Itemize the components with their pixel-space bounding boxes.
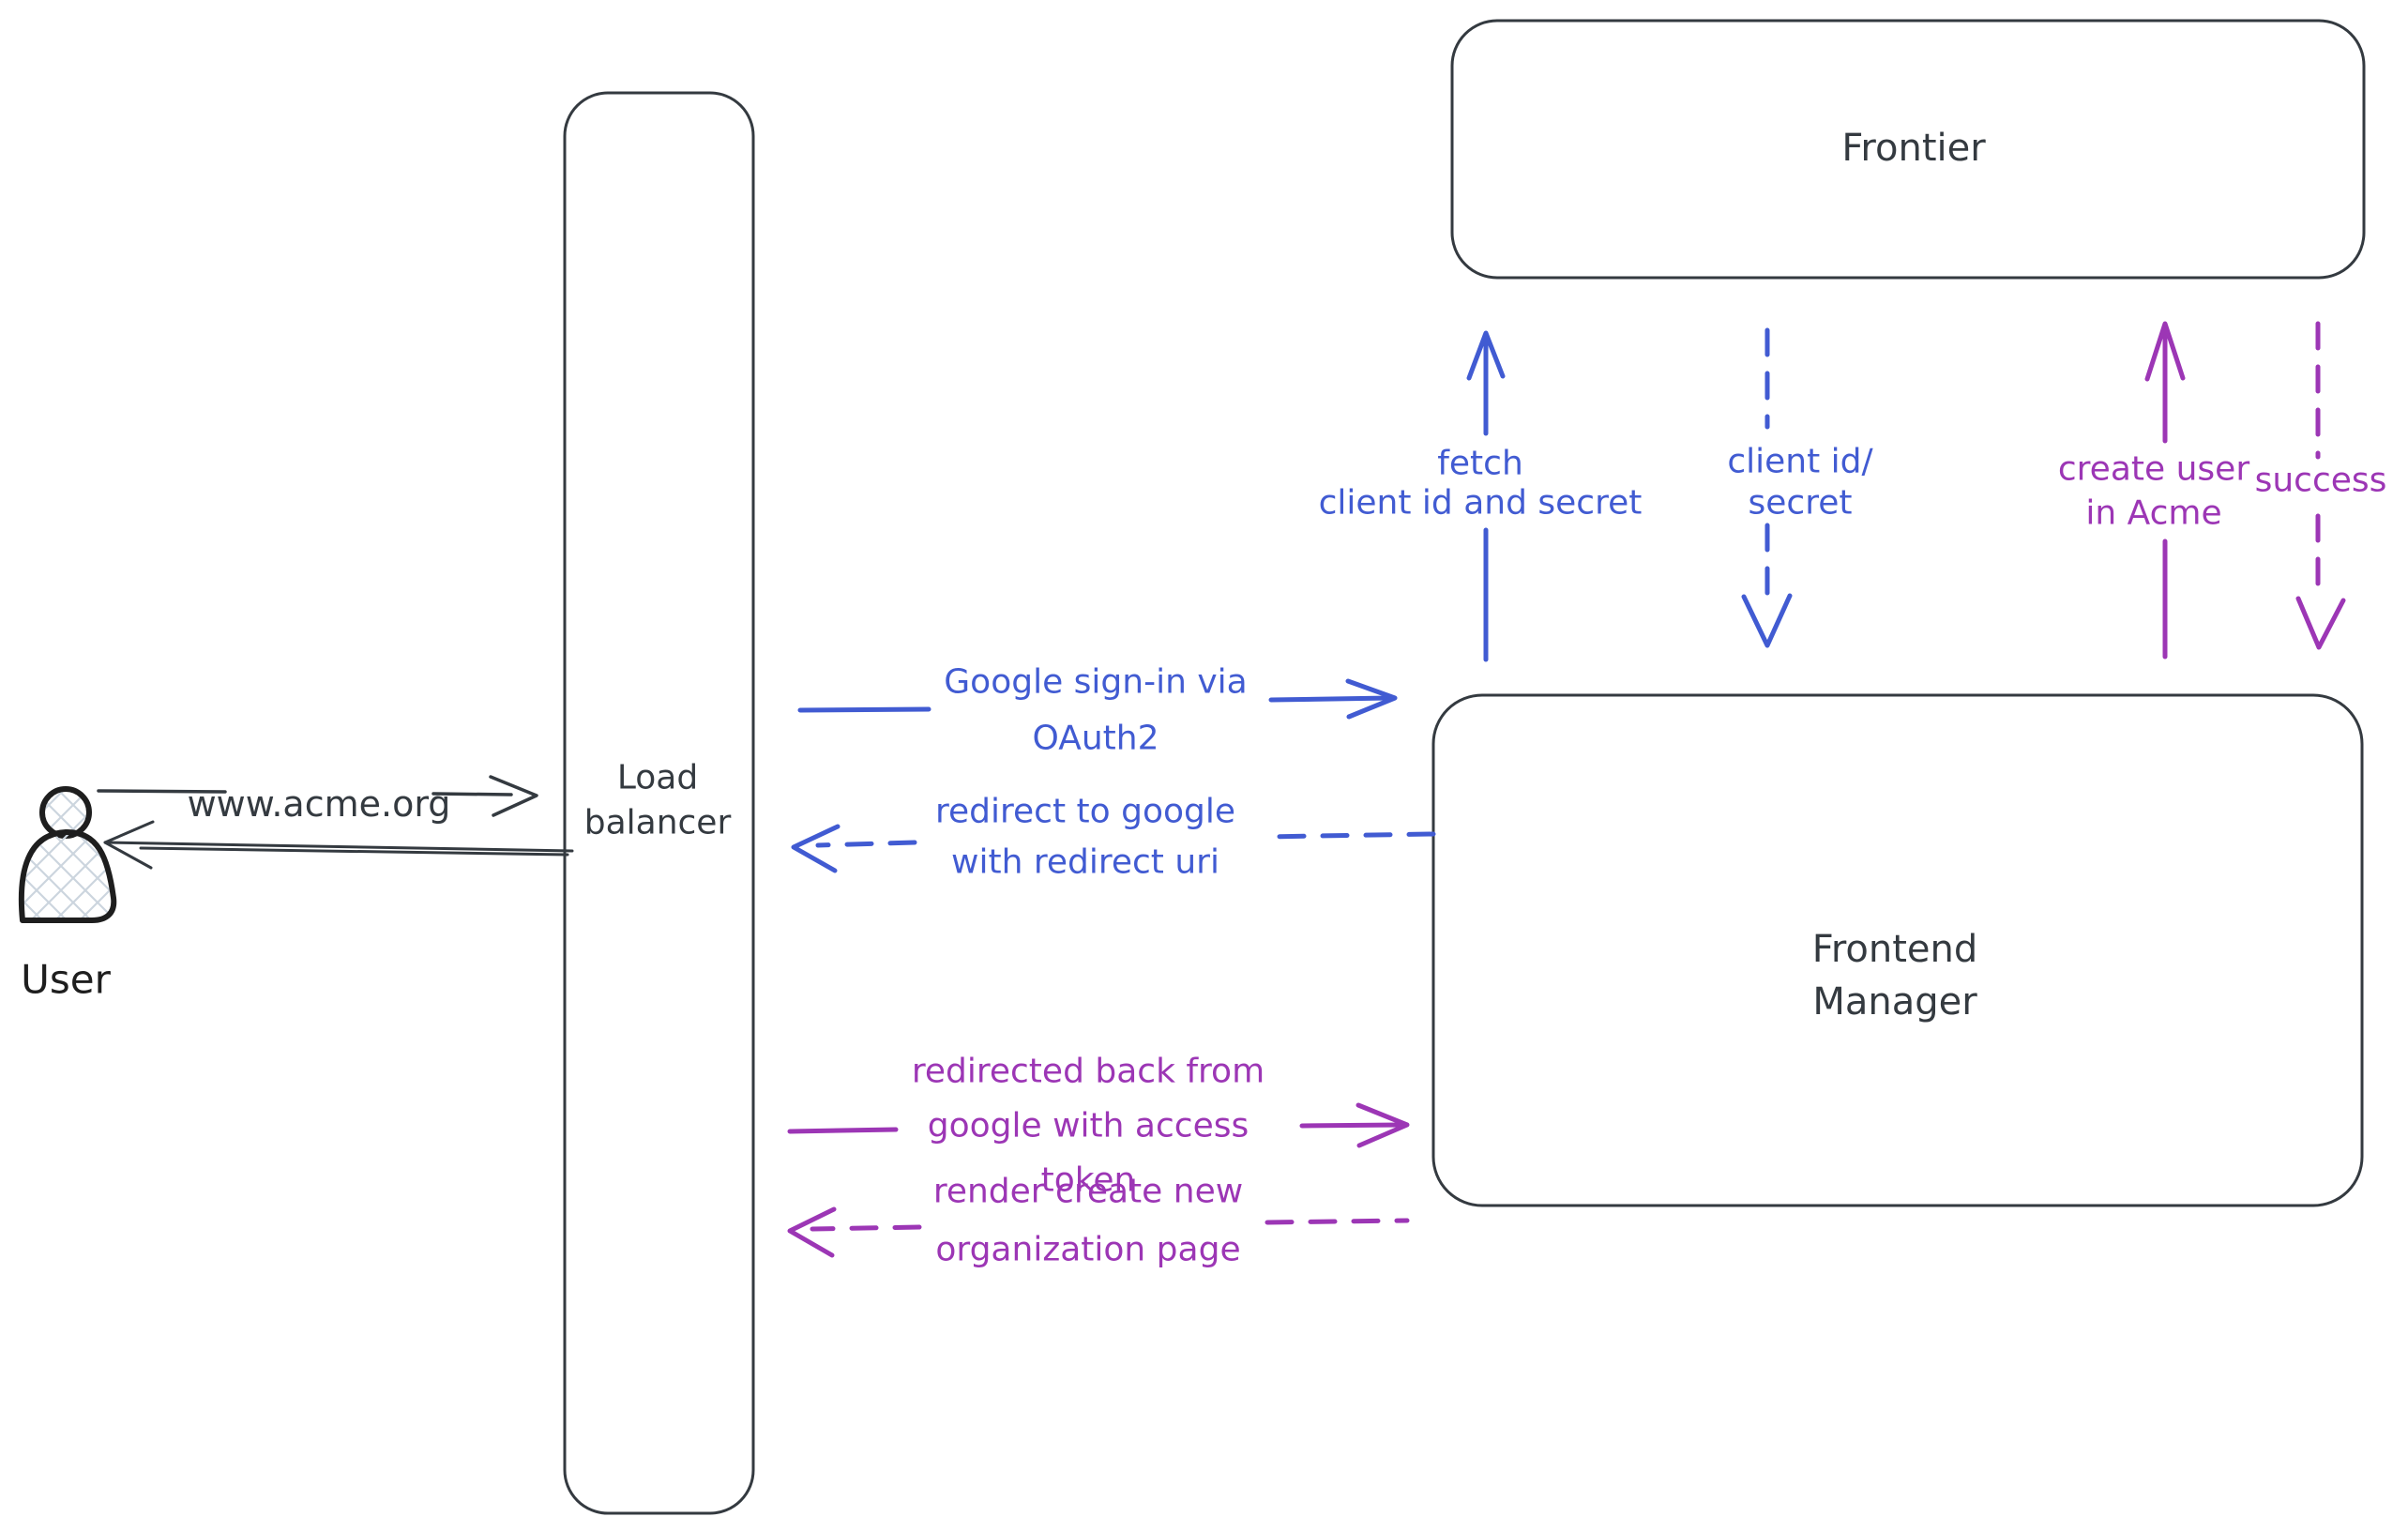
arrow-redirected-back-with-access-token-label: redirected back from [912,1053,1265,1091]
arrow-www-acme-org-line [97,789,227,794]
box-load-balancer: Load balancer [563,91,755,1515]
box-load-balancer-label: balancer [584,804,732,842]
arrow-redirected-back-with-access-token-head [1355,1102,1410,1148]
arrow-fetch-client-id-and-secret-label: client id and secret [1319,484,1643,523]
actor-user-label: User [21,957,111,1003]
arrow-redirect-to-google-label: redirect to google [935,793,1235,831]
arrow-fetch-client-id-and-secret-label: fetch [1437,445,1523,483]
actor-layer: User [18,786,117,1003]
arrow-google-sign-in-via-oauth2-label: Google sign-in via [944,663,1247,702]
arrow-redirected-back-with-access-token-label: google with access [928,1107,1249,1145]
arrow-success: success [2255,321,2387,650]
box-frontier: Frontier [1450,19,2366,280]
arrow-client-id-secret-label: client id/ [1727,443,1873,481]
arrow-success-label: success [2255,462,2387,500]
arrow-redirected-back-with-access-token-line [1299,1122,1404,1129]
arrow-create-user-in-acme-label: create user [2058,450,2249,489]
arrow-client-id-secret-label: secret [1749,484,1853,523]
arrow-redirect-to-google-line [815,840,917,848]
arrow-response-to-user [103,820,574,870]
box-load-balancer-outline [563,91,755,1515]
actor-user-body [18,828,117,923]
actor-user-head [39,786,92,839]
arrow-google-sign-in-via-oauth2-line [1268,695,1393,703]
arrow-response-to-user-line [103,841,574,853]
arrow-www-acme-org-line [432,792,513,796]
box-load-balancer-label: Load [617,759,698,797]
arrow-client-id-secret-head [1741,593,1793,648]
arrow-render-create-new-organization-page-line [1265,1218,1410,1225]
arrow-render-create-new-organization-page-line [810,1224,922,1232]
arrow-fetch-client-id-and-secret-head [1466,330,1506,381]
actor-user: User [18,786,117,1003]
arrow-redirect-to-google-head [791,824,841,873]
box-frontend-manager-label: Manager [1812,980,1977,1024]
arrow-create-user-in-acme-label: in Acme [2085,494,2221,533]
box-frontend-manager-outline [1431,693,2364,1207]
arrow-render-create-new-organization-page-label: render create new [933,1173,1243,1211]
arrow-create-user-in-acme-head [2144,321,2186,382]
arrow-response-to-user-head [103,820,155,870]
arrow-redirect-to-google: redirect to google with redirect uri [791,793,1436,882]
arrow-render-create-new-organization-page-head [787,1206,837,1258]
arrow-redirected-back-with-access-token-label: token [1041,1161,1136,1200]
box-frontier-label: Frontier [1841,127,1986,170]
arrow-render-create-new-organization-page: render create new organization page [787,1173,1410,1269]
arrow-client-id-secret: client id/secret [1727,327,1874,648]
arrow-www-acme-org-label: www.acme.org [188,783,451,825]
arrow-redirected-back-with-access-token: redirected back from google with access to… [787,1053,1410,1200]
arrow-redirect-to-google-label: with redirect uri [951,843,1219,882]
arrow-www-acme-org-head [489,775,538,817]
arrow-google-sign-in-via-oauth2-head [1345,678,1398,720]
box-frontend-manager-label: Frontend [1812,928,1978,971]
arrow-google-sign-in-via-oauth2-label: OAuth2 [1033,720,1159,758]
box-frontier-outline [1450,19,2366,280]
arrow-response-to-user-line [139,846,569,857]
arrow-create-user-in-acme: create user in Acme [2058,321,2249,660]
arrow-redirected-back-with-access-token-line [787,1127,899,1134]
arrow-www-acme-org: www.acme.org [97,775,538,825]
arrow-render-create-new-organization-page-label: organization page [935,1231,1240,1269]
arrow-success-head [2295,596,2346,650]
arrow-redirect-to-google-line [1259,831,1436,840]
arrow-google-sign-in-via-oauth2-line [797,706,931,713]
